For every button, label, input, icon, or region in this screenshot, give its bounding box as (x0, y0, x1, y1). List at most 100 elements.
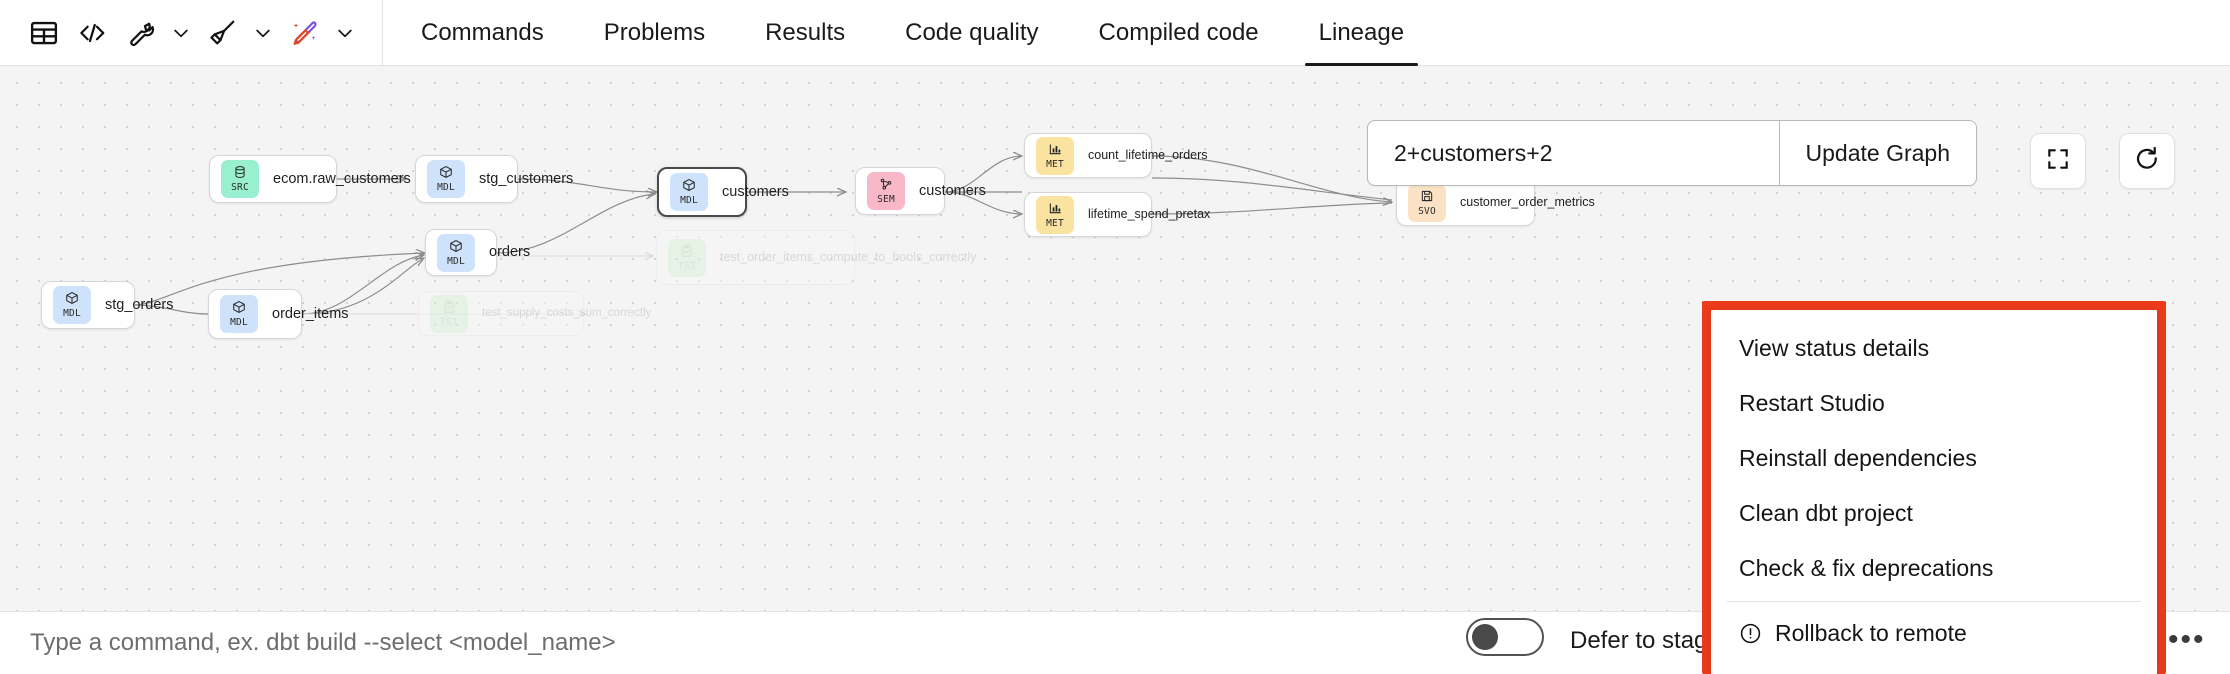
sem-badge-icon: SEM (867, 172, 905, 210)
tab-commands[interactable]: Commands (391, 0, 574, 66)
clipboard-check-icon (442, 300, 456, 317)
lineage-node-customers-semantic[interactable]: SEM customers (855, 167, 986, 215)
tab-label: Problems (603, 18, 706, 46)
menu-item-label: Clean dbt project (1739, 500, 1913, 526)
menu-item-clean-dbt-project[interactable]: Clean dbt project (1711, 486, 2157, 541)
met-badge-icon: MET (1036, 195, 1074, 234)
met-badge-icon: MET (1036, 136, 1074, 175)
lineage-node-customer-order-metrics[interactable]: SVO customer_order_metrics (1396, 179, 1595, 226)
tab-label: Code quality (905, 18, 1039, 46)
mdl-badge-icon: MDL (670, 173, 708, 211)
menu-item-restart-studio[interactable]: Restart Studio (1711, 376, 2157, 431)
tab-problems[interactable]: Problems (574, 0, 735, 66)
tst-badge-icon: TST (430, 294, 468, 333)
menu-item-view-status-details[interactable]: View status details (1711, 321, 2157, 376)
warning-icon (1739, 622, 1762, 645)
lineage-node-ecom-raw-customers[interactable]: SRC ecom.raw_customers (209, 155, 411, 203)
tab-code-quality[interactable]: Code quality (875, 0, 1068, 66)
defer-to-staging-toggle[interactable] (1466, 618, 1544, 656)
cube-icon (682, 178, 696, 195)
toggle-knob (1472, 624, 1498, 650)
node-type-label: MDL (680, 195, 698, 206)
menu-item-label: Reinstall dependencies (1739, 445, 1977, 471)
command-input[interactable] (30, 629, 1410, 657)
node-type-label: MDL (447, 255, 465, 267)
node-type-label: SEM (877, 194, 895, 205)
node-label: stg_customers (479, 170, 574, 187)
lineage-node-test-supply-costs-sum-correctly[interactable]: TST test_supply_costs_sum_correctly (418, 291, 651, 336)
clipboard-check-icon (680, 244, 694, 261)
menu-item-label: View status details (1739, 335, 1930, 361)
node-type-label: SRC (231, 182, 249, 193)
tab-compiled-code[interactable]: Compiled code (1069, 0, 1289, 66)
menu-item-label: Restart Studio (1739, 390, 1885, 416)
refresh-button[interactable] (2119, 133, 2175, 189)
node-label: customers (919, 182, 986, 199)
menu-item-check-fix-deprecations[interactable]: Check & fix deprecations (1711, 541, 2157, 596)
tab-results[interactable]: Results (735, 0, 875, 66)
tab-bar: Commands Problems Results Code quality C… (391, 0, 1434, 66)
node-label: lifetime_spend_pretax (1088, 207, 1211, 221)
node-label: customer_order_metrics (1460, 195, 1595, 209)
menu-item-label: Check & fix deprecations (1739, 555, 1994, 581)
bar-chart-icon (1048, 201, 1062, 218)
tab-label: Commands (421, 18, 544, 46)
studio-actions-context-menu: View status details Restart Studio Reins… (1711, 310, 2157, 674)
node-type-label: MDL (437, 182, 455, 193)
menu-item-rollback-to-remote[interactable]: Rollback to remote (1711, 606, 2157, 661)
node-label: ecom.raw_customers (273, 170, 411, 187)
update-graph-button[interactable]: Update Graph (1778, 121, 1976, 185)
node-type-label: TST (440, 316, 458, 328)
wrench-chevron-down-icon[interactable] (166, 11, 196, 55)
broom-chevron-down-icon[interactable] (248, 11, 278, 55)
menu-separator (1727, 601, 2141, 602)
toolbar-divider (382, 0, 383, 66)
broom-icon[interactable] (200, 11, 244, 55)
lineage-node-stg-orders[interactable]: MDL stg_orders (41, 281, 174, 329)
svo-badge-icon: SVO (1408, 183, 1446, 222)
tab-label: Compiled code (1098, 18, 1259, 46)
bar-chart-icon (1048, 142, 1062, 159)
node-type-label: MDL (63, 308, 81, 319)
cube-icon (439, 165, 453, 182)
node-label: order_items (272, 305, 349, 322)
lineage-node-orders[interactable]: MDL orders (425, 229, 530, 276)
graph-selector-bar: Update Graph (1367, 120, 1977, 186)
node-label: customers (722, 183, 789, 200)
mdl-badge-icon: MDL (437, 233, 475, 272)
wrench-icon[interactable] (118, 11, 162, 55)
fullscreen-button[interactable] (2030, 133, 2086, 189)
code-view-icon[interactable] (70, 11, 114, 55)
cube-icon (232, 300, 246, 317)
lineage-node-customers-model[interactable]: MDL customers (657, 167, 789, 217)
command-bar-overflow-button[interactable]: ••• (2168, 623, 2206, 656)
lineage-node-order-items[interactable]: MDL order_items (208, 289, 349, 339)
node-type-label: MET (1046, 158, 1064, 170)
tab-lineage[interactable]: Lineage (1289, 0, 1434, 66)
cube-icon (65, 291, 79, 308)
lineage-node-test-order-items-compute-to-bools-correctly[interactable]: TST test_order_items_compute_to_bools_co… (656, 230, 976, 285)
graph-selector-input[interactable] (1368, 121, 1779, 185)
node-label: count_lifetime_orders (1088, 148, 1208, 162)
top-toolbar: Commands Problems Results Code quality C… (0, 0, 2230, 66)
cube-icon (449, 239, 463, 256)
node-label: test_supply_costs_sum_correctly (482, 307, 652, 319)
magic-wand-icon[interactable] (282, 11, 326, 55)
save-disk-icon (1420, 189, 1434, 206)
node-type-label: MET (1046, 217, 1064, 229)
mdl-badge-icon: MDL (53, 286, 91, 324)
lineage-node-lifetime-spend-pretax[interactable]: MET lifetime_spend_pretax (1024, 192, 1210, 237)
table-view-icon[interactable] (22, 11, 66, 55)
lineage-node-count-lifetime-orders[interactable]: MET count_lifetime_orders (1024, 133, 1208, 178)
menu-item-label: Rollback to remote (1775, 620, 1967, 646)
node-label: test_order_items_compute_to_bools_correc… (720, 250, 977, 264)
mdl-badge-icon: MDL (220, 295, 258, 333)
node-type-label: SVO (1418, 205, 1436, 217)
lineage-node-stg-customers[interactable]: MDL stg_customers (415, 155, 573, 203)
wand-chevron-down-icon[interactable] (330, 11, 360, 55)
graph-nodes-icon (879, 177, 893, 194)
tab-label: Results (765, 18, 846, 46)
tab-label: Lineage (1318, 18, 1405, 46)
menu-item-reinstall-dependencies[interactable]: Reinstall dependencies (1711, 431, 2157, 486)
